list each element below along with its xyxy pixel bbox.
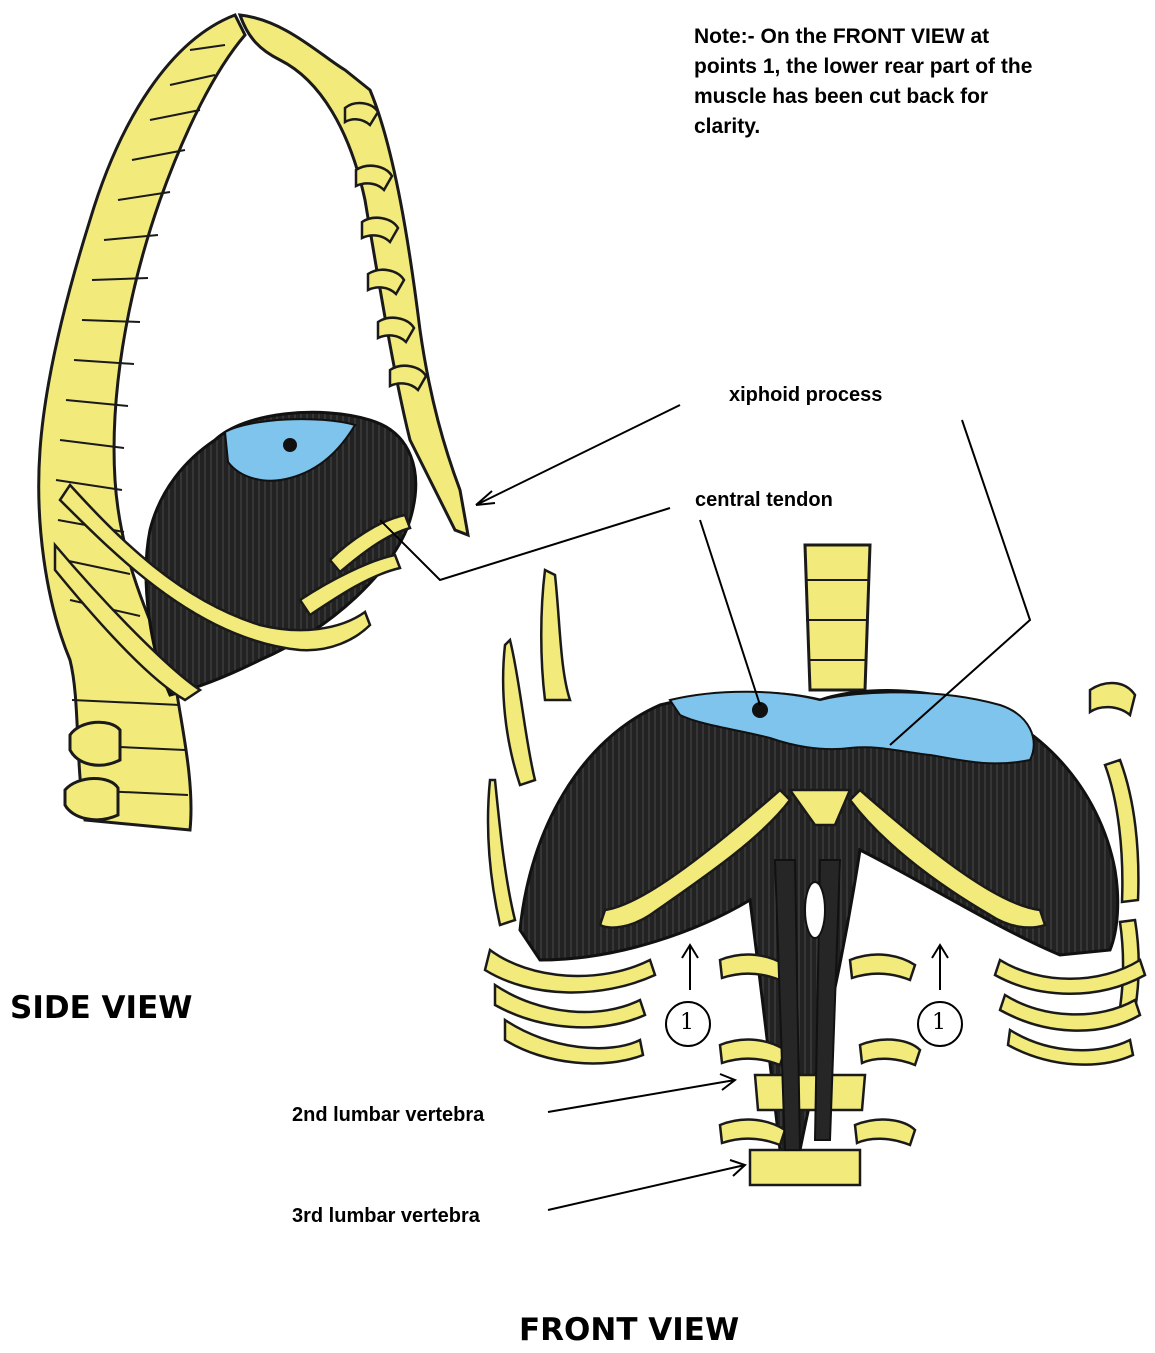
- xiphoid-leader-side: [476, 405, 680, 505]
- side-spine: [39, 15, 245, 830]
- side-tendon-point: [283, 438, 297, 452]
- tendon-leader-side: [380, 508, 670, 580]
- note-text: Note:- On the FRONT VIEW at points 1, th…: [694, 22, 1054, 142]
- point1-right-number: 1: [932, 1010, 946, 1035]
- label-central-tendon: central tendon: [695, 489, 833, 512]
- tendon-leader-front: [700, 520, 760, 705]
- point1-right-arrow: [932, 945, 948, 990]
- front-view-title: FRONT VIEW: [519, 1312, 739, 1348]
- front-view-figure: [485, 545, 1145, 1185]
- label-2nd-lumbar-vertebra: 2nd lumbar vertebra: [292, 1104, 484, 1127]
- lumbar2-leader: [548, 1074, 735, 1112]
- lumbar3-leader: [548, 1160, 745, 1210]
- front-sternum: [805, 545, 870, 690]
- label-3rd-lumbar-vertebra: 3rd lumbar vertebra: [292, 1205, 480, 1228]
- point1-left-number: 1: [680, 1010, 694, 1035]
- label-xiphoid-process: xiphoid process: [729, 384, 882, 407]
- side-view-figure: [39, 15, 468, 830]
- side-view-title: SIDE VIEW: [10, 990, 192, 1026]
- point1-left-arrow: [682, 945, 698, 990]
